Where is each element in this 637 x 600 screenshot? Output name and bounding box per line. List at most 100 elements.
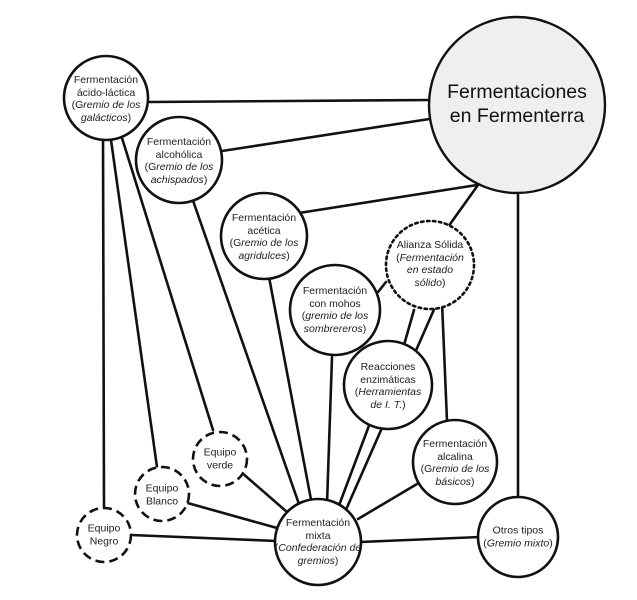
edge-mixta-otros	[358, 535, 482, 544]
equipo-verde-label: Equipo verde	[204, 447, 237, 472]
node-mohos[interactable]	[288, 263, 382, 357]
paren-close: )	[286, 249, 290, 262]
alianza-line-3: en estado	[406, 264, 454, 276]
guild-initial: G	[75, 99, 84, 111]
mixta-label: Fermentación mixta (Confederación de gre…	[275, 517, 361, 567]
edge-alianza-mohos	[376, 280, 388, 294]
paren-open: (	[229, 237, 234, 249]
node-acido-lactica[interactable]	[62, 54, 150, 142]
acido-lactica-line-4: galácticos)	[72, 112, 141, 125]
paren-close: )	[402, 398, 406, 411]
node-equipo-blanco[interactable]	[133, 465, 191, 523]
paren-open: (	[420, 463, 425, 475]
alianza-text-4: sólido	[414, 276, 442, 289]
equipo-verde-line-2: verde	[206, 459, 234, 471]
mixta-text-3: Confederación de	[278, 542, 362, 554]
alcoholica-line-2: alcohólica	[155, 148, 203, 161]
alianza-text-2: Fermentación	[399, 251, 464, 264]
alcalina-label: Fermentación alcalina (Gremio de los bás…	[421, 438, 490, 488]
otros-text-2: Gremio mixto	[486, 537, 550, 549]
acetica-label: Fermentación acética (Gremio de los agri…	[230, 212, 299, 262]
main-title-line-2: en Fermenterra	[449, 105, 585, 127]
acetica-line-2: acética	[247, 224, 281, 237]
node-alianza[interactable]	[384, 219, 476, 311]
acido-lactica-line-2: ácido-láctica	[76, 86, 136, 99]
paren-open: (	[354, 386, 359, 398]
mixta-text-4: gremios	[297, 554, 335, 567]
edge-alcalina-mixta	[356, 482, 419, 521]
acetica-line-1: Fermentación	[231, 212, 297, 224]
main-title-line-1: Fermentaciones	[447, 81, 587, 103]
paren-open: (	[301, 310, 306, 322]
guild-name-end: básicos	[435, 475, 472, 488]
main-node-label: Fermentaciones en Fermenterra	[447, 80, 587, 128]
edge-acido-lactica-equipo-blanco	[109, 138, 159, 469]
guild-name-part: remio de los	[83, 99, 141, 111]
alcalina-line-1: Fermentación	[422, 438, 488, 450]
guild-initial: G	[424, 463, 433, 475]
node-acetica[interactable]	[219, 191, 309, 281]
edge-acetica-mixta	[267, 275, 314, 507]
mixta-line-4: gremios)	[275, 555, 361, 568]
paren-open: (	[274, 542, 279, 554]
paren-open: (	[144, 161, 149, 173]
node-main[interactable]	[427, 15, 607, 195]
node-equipo-negro[interactable]	[75, 506, 133, 564]
edge-alianza-alcalina	[440, 300, 449, 423]
enzimaticas-line-3: (Herramientas	[355, 386, 422, 399]
equipo-negro-line-1: Equipo	[87, 522, 121, 535]
alcoholica-line-3: (Gremio de los	[145, 161, 214, 174]
mohos-line-1: Fermentación	[302, 285, 368, 297]
enzimaticas-line-2: enzimáticas	[360, 373, 416, 386]
guild-name-part: remio de los	[241, 237, 299, 249]
alcalina-line-4: básicos)	[421, 476, 490, 489]
edge-alcoholica-mixta	[188, 190, 302, 509]
otros-line-1: Otros tipos	[492, 524, 544, 537]
node-mixta[interactable]	[273, 497, 363, 587]
equipo-blanco-line-1: Equipo	[145, 482, 179, 495]
nodes	[62, 15, 607, 587]
mohos-line-4: sombrereros)	[302, 323, 369, 336]
alianza-label: Alianza Sólida (Fermentación en estado s…	[396, 239, 464, 289]
mohos-text-3: gremio de los	[305, 310, 369, 322]
equipo-negro-label: Equipo Negro	[88, 523, 121, 548]
mixta-line-3: (Confederación de	[275, 542, 361, 555]
node-equipo-verde[interactable]	[191, 430, 249, 488]
enzimaticas-text-3: Herramientas	[358, 386, 422, 398]
paren-close: )	[203, 173, 208, 186]
paren-close: )	[441, 276, 446, 289]
acido-lactica-line-3: (Gremio de los	[72, 99, 141, 112]
mixta-line-1: Fermentación	[285, 517, 351, 529]
paren-close: )	[362, 322, 367, 335]
mohos-line-3: (gremio de los	[302, 310, 369, 323]
acetica-line-3: (Gremio de los	[230, 237, 299, 250]
node-otros[interactable]	[476, 495, 560, 579]
alcoholica-label: Fermentación alcohólica (Gremio de los a…	[145, 136, 214, 186]
enzimaticas-label: Reacciones enzimáticas (Herramientas de …	[355, 361, 422, 411]
node-enzimaticas[interactable]	[342, 339, 434, 431]
edge-acido-lactica-main	[146, 98, 434, 104]
guild-name-part: remio de los	[432, 463, 490, 475]
paren-close: )	[471, 475, 475, 488]
node-alcoholica[interactable]	[134, 115, 224, 205]
alcalina-line-3: (Gremio de los	[421, 463, 490, 476]
edge-acido-lactica-equipo-verde	[120, 136, 215, 432]
enzimaticas-line-1: Reacciones	[360, 361, 416, 373]
equipo-negro-line-2: Negro	[89, 535, 119, 547]
alcalina-line-2: alcalina	[437, 450, 473, 463]
acetica-line-4: agridulces)	[230, 250, 299, 263]
otros-line-2: (Gremio mixto)	[483, 537, 552, 550]
paren-close: )	[334, 554, 339, 567]
alcoholica-line-1: Fermentación	[146, 136, 212, 148]
edge-acetica-main	[297, 183, 479, 215]
node-alcalina[interactable]	[411, 418, 499, 506]
alianza-line-2: (Fermentación	[396, 252, 464, 265]
acido-lactica-label: Fermentación ácido-láctica (Gremio de lo…	[72, 74, 141, 124]
edge-equipo-blanco-mixta	[182, 500, 279, 530]
enzimaticas-line-4: de I. T.)	[355, 399, 422, 412]
paren-close: )	[549, 537, 553, 549]
otros-label: Otros tipos (Gremio mixto)	[483, 525, 552, 550]
guild-name-end: agridulces	[238, 249, 287, 262]
acido-lactica-line-1: Fermentación	[73, 74, 139, 86]
